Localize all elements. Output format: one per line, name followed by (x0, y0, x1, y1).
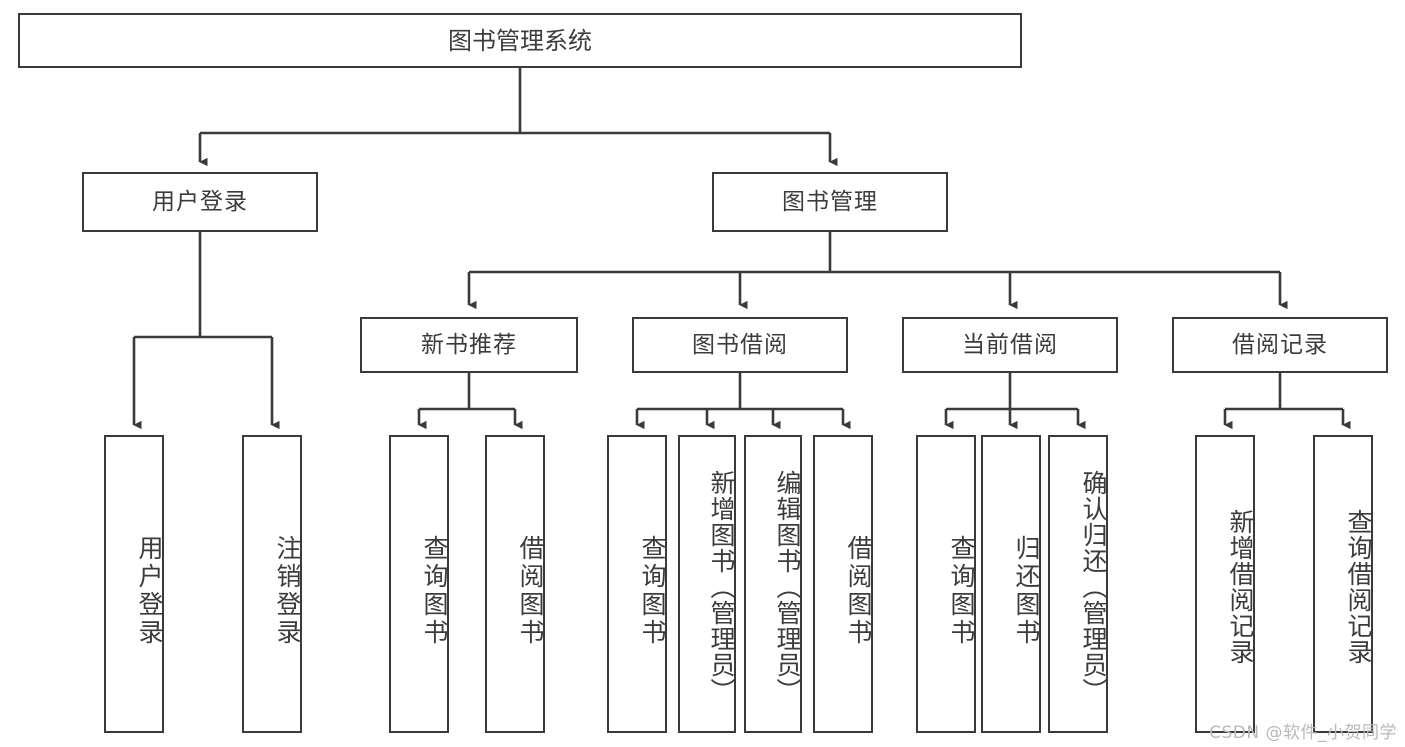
leaf-user-login[interactable]: 用户登录 (104, 435, 164, 733)
node-label: 注销登录 (273, 535, 302, 647)
node-label: 新增图书（管理员） (707, 470, 736, 704)
node-book-management[interactable]: 图书管理 (712, 172, 948, 232)
leaf-logout[interactable]: 注销登录 (242, 435, 302, 733)
leaf-borrow-book-recommend[interactable]: 借阅图书 (485, 435, 545, 733)
node-label: 用户登录 (135, 535, 164, 647)
node-label: 查询图书 (947, 535, 976, 647)
node-root-system[interactable]: 图书管理系统 (18, 13, 1022, 68)
node-label: 图书管理系统 (448, 26, 592, 55)
node-book-borrow[interactable]: 图书借阅 (632, 317, 848, 373)
leaf-borrow-book[interactable]: 借阅图书 (813, 435, 873, 733)
node-new-book-recommend[interactable]: 新书推荐 (360, 317, 578, 373)
node-borrow-record[interactable]: 借阅记录 (1172, 317, 1388, 373)
leaf-return-book[interactable]: 归还图书 (981, 435, 1041, 733)
node-label: 借阅图书 (516, 535, 545, 647)
node-label: 新增借阅记录 (1226, 509, 1255, 665)
watermark-text: CSDN @软件_小贺同学 (1209, 723, 1397, 743)
node-label: 当前借阅 (962, 331, 1058, 358)
leaf-add-book-admin[interactable]: 新增图书（管理员） (678, 435, 736, 733)
node-label: 查询图书 (638, 535, 667, 647)
node-label: 确认归还（管理员） (1079, 470, 1108, 704)
leaf-query-book-recommend[interactable]: 查询图书 (389, 435, 449, 733)
leaf-add-borrow-record[interactable]: 新增借阅记录 (1195, 435, 1255, 733)
node-label: 编辑图书（管理员） (773, 470, 802, 704)
node-label: 图书借阅 (692, 331, 788, 358)
node-user-login[interactable]: 用户登录 (82, 172, 318, 232)
node-label: 归还图书 (1012, 535, 1041, 647)
leaf-query-book-borrow[interactable]: 查询图书 (607, 435, 667, 733)
leaf-query-book-current[interactable]: 查询图书 (916, 435, 976, 733)
node-label: 查询借阅记录 (1344, 509, 1373, 665)
node-label: 用户登录 (152, 188, 248, 215)
leaf-confirm-return-admin[interactable]: 确认归还（管理员） (1048, 435, 1108, 733)
leaf-query-borrow-record[interactable]: 查询借阅记录 (1313, 435, 1373, 733)
node-label: 新书推荐 (421, 331, 517, 358)
node-label: 借阅记录 (1232, 331, 1328, 358)
node-current-borrow[interactable]: 当前借阅 (902, 317, 1118, 373)
leaf-edit-book-admin[interactable]: 编辑图书（管理员） (744, 435, 802, 733)
node-label: 图书管理 (782, 188, 878, 215)
node-label: 查询图书 (420, 535, 449, 647)
node-label: 借阅图书 (844, 535, 873, 647)
